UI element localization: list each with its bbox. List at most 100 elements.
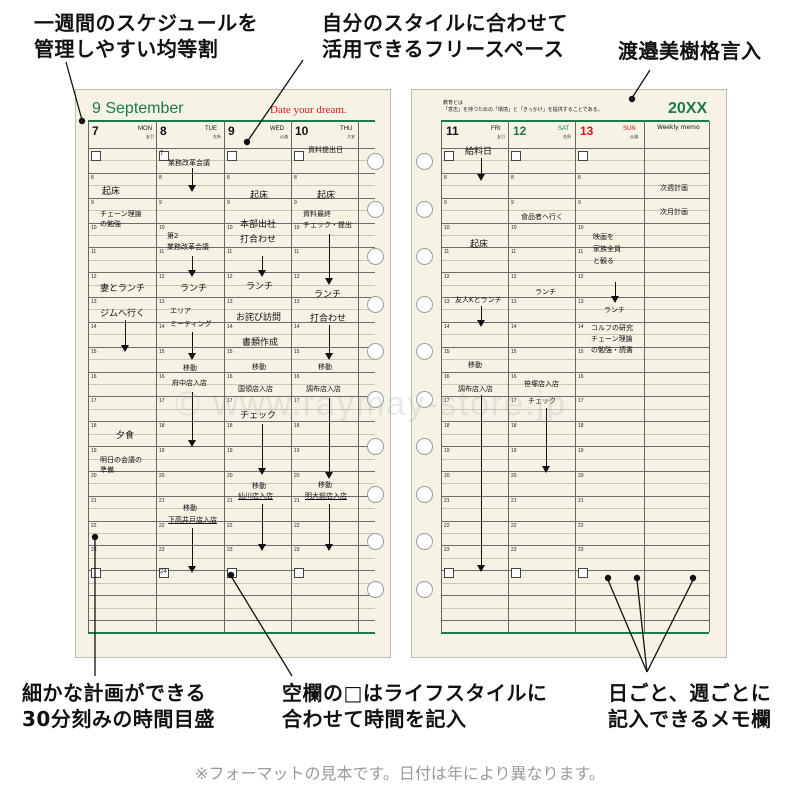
proverb-line1: 教育とは	[443, 100, 464, 106]
day-number-wed: 9	[228, 124, 235, 138]
entry-mon-dinner: 夕食	[116, 431, 135, 441]
hour-label: 8	[511, 175, 514, 181]
hour-label: 17	[159, 398, 165, 404]
callout-weekly-schedule-line1: 一週間のスケジュールを	[34, 11, 259, 35]
column-divider	[88, 121, 89, 632]
hour-label: 22	[91, 523, 97, 529]
hour-label: 16	[578, 374, 584, 380]
dow-mon: MON	[138, 126, 152, 132]
hour-label: 22	[444, 523, 450, 529]
hour-label: 14	[91, 324, 97, 330]
day-number-tue: 8	[160, 124, 167, 138]
hour-label: 18	[159, 423, 165, 429]
hour-label: 10	[91, 225, 97, 231]
hour-label: 17	[578, 398, 584, 404]
hour-label: 23	[578, 547, 584, 553]
entry-thu-deadline: 資料提出日	[308, 146, 343, 154]
entry-mon-gym: ジムへ行く	[100, 309, 146, 319]
binder-hole	[367, 248, 384, 265]
rokuyo-sat: 先負	[563, 134, 571, 139]
hour-label: 20	[227, 473, 233, 479]
hour-label: 9	[511, 200, 514, 206]
hour-label: 15	[227, 349, 233, 355]
entry-thu-wake: 起床	[317, 191, 336, 201]
hour-label: 11	[91, 249, 97, 255]
hour-label: 12	[227, 274, 233, 280]
hour-label: 9	[227, 200, 230, 206]
dow-sat: SAT	[558, 126, 570, 132]
entry-tue-lunch: ランチ	[180, 284, 208, 294]
column-divider	[358, 121, 359, 632]
rule-line	[88, 608, 375, 609]
year-label: 20XX	[668, 100, 708, 117]
hour-label: 14	[227, 324, 233, 330]
hour-label: 19	[511, 448, 517, 454]
callout-proverb-line1: 渡邉美樹格言入	[618, 39, 762, 63]
hour-label: 14	[294, 324, 300, 330]
entry-wed-check: チェック	[240, 411, 277, 421]
entry-sat-sasazuka: 笹塚店入店	[524, 380, 559, 388]
hour-label: 8	[227, 175, 230, 181]
hour-label: 20	[294, 473, 300, 479]
page-bottom-rule	[441, 632, 709, 634]
rule-line	[88, 583, 375, 584]
entry-wed-wake: 起床	[250, 191, 269, 201]
blank-time-box	[159, 151, 169, 161]
hour-label: 21	[159, 498, 165, 504]
rule-line	[88, 235, 375, 236]
rule-line	[88, 620, 375, 621]
binder-hole	[367, 438, 384, 455]
entry-fri-move: 移動	[468, 361, 482, 369]
hour-label: 17	[227, 398, 233, 404]
entry-fri-payday: 給料日	[465, 147, 493, 157]
rule-line	[88, 210, 375, 211]
hour-label: 13	[159, 299, 165, 305]
hour-label: 11	[227, 249, 233, 255]
entry-sat-check: チェック	[528, 397, 556, 405]
rokuyo-tue: 先負	[213, 134, 221, 139]
rule-line	[88, 471, 375, 472]
hour-label: 23	[159, 547, 165, 553]
hour-label: 13	[578, 299, 584, 305]
motto: Date your dream.	[270, 104, 347, 116]
column-divider	[291, 121, 292, 632]
rule-line	[88, 558, 375, 559]
hour-label: 21	[294, 498, 300, 504]
rule-line	[88, 148, 375, 149]
hour-label: 16	[511, 374, 517, 380]
column-divider	[156, 121, 157, 632]
entry-mon-prep1: 明日の会議の	[100, 456, 142, 464]
hour-label: 23	[91, 547, 97, 553]
hour-label: 12	[444, 274, 450, 280]
rule-line	[88, 521, 375, 522]
callout-time-scale-line2: 30分刻みの時間目盛	[22, 707, 215, 731]
entry-tue-second: 第2	[167, 232, 179, 240]
blank-time-box	[294, 568, 304, 578]
rokuyo-fri: 友引	[497, 134, 505, 139]
binder-hole	[367, 391, 384, 408]
hour-label: 22	[159, 523, 165, 529]
binder-hole	[416, 153, 433, 170]
hour-label: 10	[511, 225, 517, 231]
hour-label: 17	[294, 398, 300, 404]
entry-memo-next-month: 次月計画	[660, 208, 688, 216]
rule-line	[88, 459, 375, 460]
callout-memo-column: 日ごと、週ごとに 記入できるメモ欄	[608, 680, 772, 732]
entry-wed-docs: 書類作成	[242, 338, 279, 348]
hour-label: 19	[159, 448, 165, 454]
hour-label: 21	[227, 498, 233, 504]
blank-time-box	[227, 151, 237, 161]
entry-sat-lunch: ランチ	[535, 288, 556, 296]
rule-line	[88, 309, 375, 310]
entry-tue-shimotakaido: 下高井戸店入店	[168, 516, 217, 524]
binder-hole	[367, 533, 384, 550]
hour-label: 21	[444, 498, 450, 504]
column-divider	[508, 121, 509, 632]
hour-label: 12	[159, 274, 165, 280]
hour-label: 20	[444, 473, 450, 479]
binder-hole	[367, 581, 384, 598]
watermark: © www.raymay-store.jp	[175, 385, 568, 423]
hour-label: 16	[294, 374, 300, 380]
hour-label: 10	[227, 225, 233, 231]
binder-hole	[367, 201, 384, 218]
